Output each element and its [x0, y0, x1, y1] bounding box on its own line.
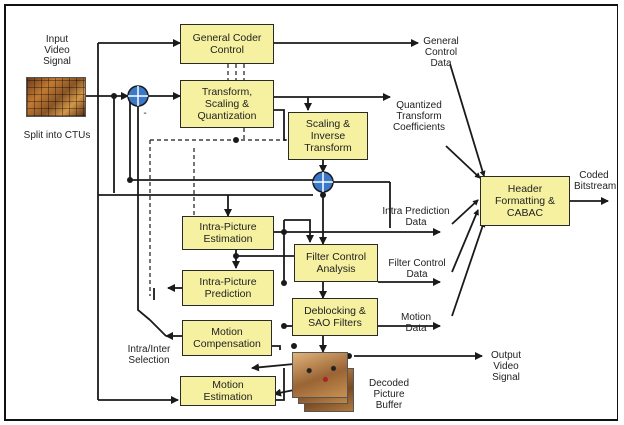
adder-2: [312, 171, 334, 193]
diagram-frame: [4, 4, 618, 421]
input-video-thumbnail: [26, 77, 86, 117]
dpb-frame-1: [292, 352, 348, 398]
minus-sign: -: [143, 108, 147, 119]
adder-1: [127, 85, 149, 107]
split-ctus-label: Split into CTUs: [23, 130, 91, 141]
deblocking-sao-filters-block: Deblocking &SAO Filters: [292, 298, 378, 336]
transform-scaling-quantization-block: Transform,Scaling &Quantization: [180, 80, 274, 128]
